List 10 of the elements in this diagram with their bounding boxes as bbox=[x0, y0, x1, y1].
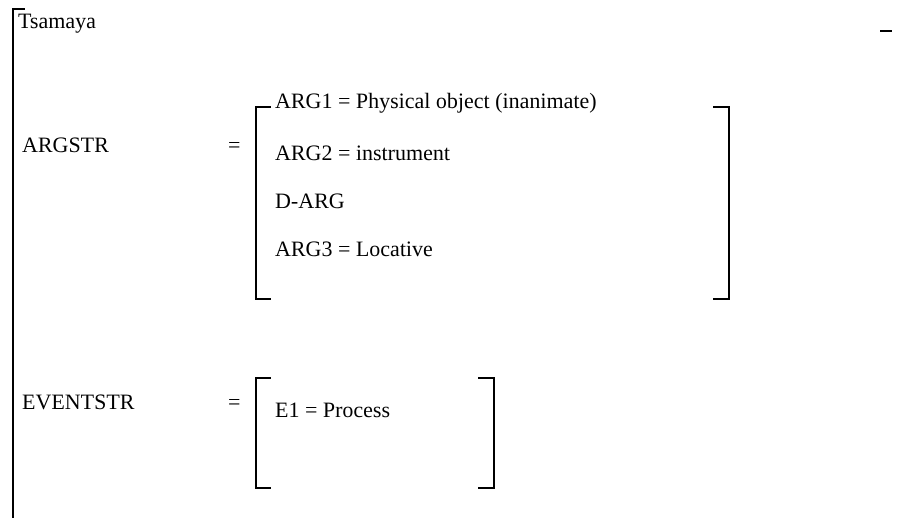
feature-text: ARG2 = instrument bbox=[275, 140, 450, 166]
attribute-name: EVENTSTR bbox=[22, 389, 134, 415]
feature-text: E1 = Process bbox=[275, 397, 390, 423]
feature-text: ARG1 = Physical object (inanimate) bbox=[275, 88, 597, 114]
equals-sign: = bbox=[228, 132, 240, 158]
feature-text: ARG3 = Locative bbox=[275, 236, 433, 262]
attribute-name: ARGSTR bbox=[22, 132, 109, 158]
equals-sign: = bbox=[228, 389, 240, 415]
feature-text: D-ARG bbox=[275, 188, 345, 214]
feature-text: Tsamaya bbox=[18, 8, 96, 34]
